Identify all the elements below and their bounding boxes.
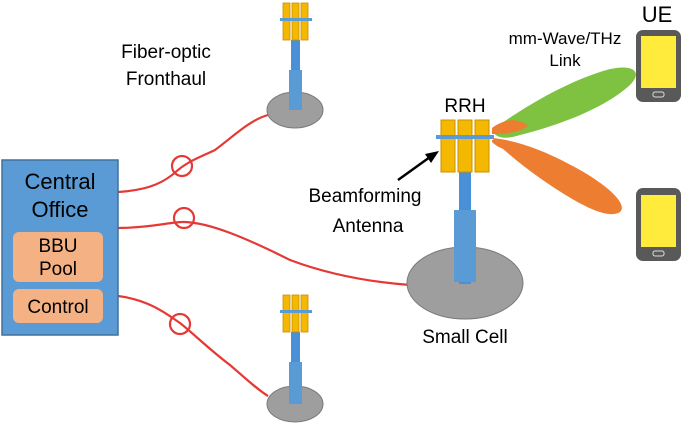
beamforming-arrow — [397, 151, 439, 182]
tower-top-bracket — [280, 18, 312, 21]
fiber-link-top — [117, 113, 269, 194]
fiber-link-middle — [117, 220, 411, 287]
small-cell-label: Small Cell — [422, 327, 508, 348]
link-label-line1: mm-Wave/THz — [509, 29, 622, 48]
rrh-panel-1 — [440, 119, 456, 173]
ue-phone-bottom — [636, 188, 681, 261]
small-cell-mast-lower — [454, 210, 476, 282]
tower-top — [266, 2, 324, 129]
tower-bottom-panel-1 — [282, 294, 291, 333]
tower-bottom-bracket — [280, 310, 312, 313]
tower-top-panel-1 — [282, 2, 291, 41]
fiber-links — [117, 113, 411, 397]
rrh-label: RRH — [444, 96, 485, 117]
link-label-line2: Link — [549, 51, 581, 70]
tower-top-mast-lower — [289, 70, 302, 110]
beamforming-label-line2: Antenna — [333, 216, 404, 237]
rrh-bracket — [436, 135, 494, 139]
control-label: Control — [27, 297, 88, 318]
rrh-panel-3 — [474, 119, 490, 173]
tower-bottom-panel-2 — [291, 294, 300, 333]
tower-top-panel-3 — [300, 2, 309, 41]
tower-bottom-mast-lower — [289, 362, 302, 404]
fiber-coil-middle — [172, 206, 196, 230]
fiber-coil-bottom — [168, 312, 192, 336]
central-office-title-line1: Central — [25, 169, 96, 194]
ue-phone-top — [636, 30, 681, 102]
fronthaul-label-line1: Fiber-optic — [121, 42, 211, 63]
tower-bottom — [266, 294, 324, 423]
bbu-pool-line1: BBU — [38, 236, 77, 257]
bbu-pool-line2: Pool — [39, 259, 77, 280]
rrh-panel-2 — [457, 119, 473, 173]
tower-top-panel-2 — [291, 2, 300, 41]
control-box — [13, 289, 103, 323]
fiber-coil-top — [170, 154, 194, 178]
beam-green — [492, 67, 636, 138]
fronthaul-label-line2: Fronthaul — [126, 69, 206, 90]
bbu-pool-box — [13, 232, 103, 282]
small-cell-tower — [406, 119, 524, 320]
beams — [492, 67, 636, 215]
ue-label: UE — [642, 2, 673, 27]
beamforming-label-line1: Beamforming — [309, 186, 422, 207]
fiber-link-bottom — [117, 294, 269, 397]
central-office: Central Office BBU Pool Control — [1, 159, 119, 336]
beam-orange — [492, 138, 622, 215]
central-office-title-line2: Office — [31, 197, 88, 222]
side-lobes — [492, 120, 528, 151]
tower-bottom-panel-3 — [300, 294, 309, 333]
